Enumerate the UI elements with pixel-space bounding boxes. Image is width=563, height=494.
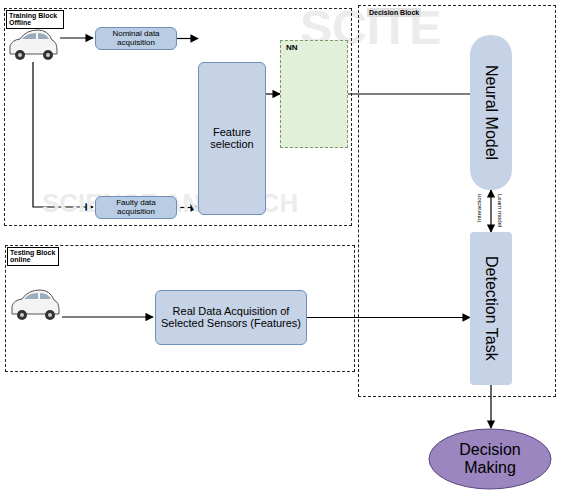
training-region: Training Block OfflineNominal data acqui… [4, 8, 352, 226]
process-box: Real Data Acquisition of Selected Sensor… [155, 290, 307, 345]
edge-note: Learn model [497, 194, 503, 227]
data-arrow [62, 316, 153, 317]
acquisition-box: Nominal data acquisition [95, 27, 177, 50]
decision-ellipse: Decision Making [428, 428, 552, 490]
network-region: NN [280, 40, 348, 148]
node-text: Neural Model [483, 65, 500, 160]
edge-note: Interaction [476, 194, 482, 222]
car-illustration [10, 30, 57, 60]
node-text: Detection Task [483, 256, 500, 361]
connector-arrow [348, 93, 470, 94]
connector-arrow [490, 385, 491, 428]
connector-arrow [177, 38, 198, 39]
acquisition-box: Faulty data acquisition [95, 196, 177, 219]
data-arrow [60, 37, 93, 38]
connector-arrow [490, 190, 491, 232]
process-box: Detection Task [470, 232, 512, 385]
decision-region: Decision BlockNeural ModelDetection Task [358, 5, 556, 397]
region-title: Training Block Offline [6, 10, 64, 29]
node-text: Nominal data acquisition [99, 30, 173, 47]
connector-arrow [307, 317, 470, 318]
node-text: Real Data Acquisition of Selected Sensor… [159, 306, 303, 329]
ellipse-shape [429, 429, 551, 489]
testing-region: Testing Block onlineReal Data Acquisitio… [5, 245, 355, 372]
connector-arrow [266, 93, 280, 94]
node-text: Decision Making [446, 441, 534, 476]
region-title: Testing Block online [7, 247, 59, 266]
data-arrow [33, 62, 93, 207]
car-illustration [12, 290, 59, 320]
node-text: Feature selection [202, 127, 262, 150]
region-title: Decision Block [367, 8, 421, 17]
model-box: Neural Model [470, 35, 512, 190]
node-text: Faulty data acquisition [99, 199, 173, 216]
process-box: Feature selection [198, 62, 266, 215]
region-title: NN [284, 43, 300, 53]
